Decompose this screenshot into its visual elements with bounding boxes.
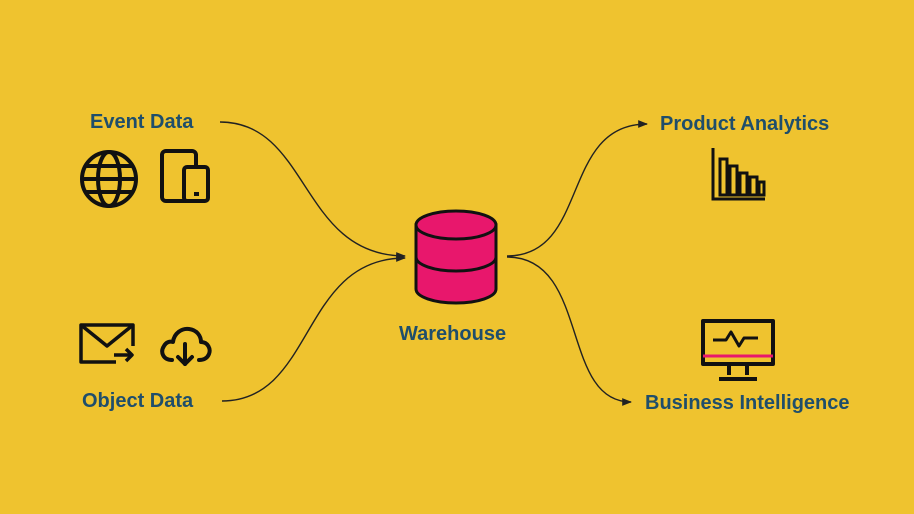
product-analytics-label: Product Analytics xyxy=(660,113,830,135)
database-icon xyxy=(414,209,498,305)
cloud-download-icon xyxy=(160,326,212,366)
globe-icon xyxy=(80,150,138,208)
arrow-warehouse-to-business-intelligence xyxy=(506,256,632,406)
mail-forward-icon xyxy=(79,323,135,364)
business-intelligence-label: Business Intelligence xyxy=(645,392,850,414)
bar-chart-icon xyxy=(711,148,766,201)
warehouse-label: Warehouse xyxy=(399,323,507,345)
event-data-label: Event Data xyxy=(90,111,194,133)
arrow-object-to-warehouse xyxy=(221,254,406,402)
arrow-event-to-warehouse xyxy=(219,121,406,260)
arrow-warehouse-to-product-analytics xyxy=(506,120,648,257)
object-data-label: Object Data xyxy=(82,390,194,412)
monitor-pulse-icon xyxy=(701,319,775,381)
tablet-icon xyxy=(160,149,210,203)
